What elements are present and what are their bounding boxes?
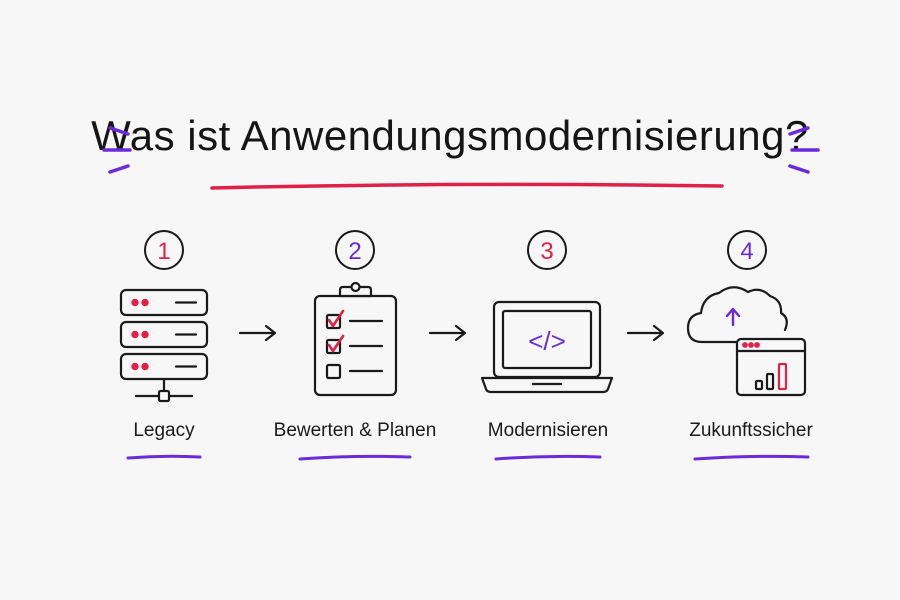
step-4-underline (693, 454, 810, 461)
step-number-2: 2 (335, 230, 375, 270)
step-label-assess-plan: Bewerten & Planen (273, 420, 437, 441)
cloud-icon (686, 286, 788, 344)
cloud-dashboard-icon (686, 286, 807, 397)
step-label-legacy: Legacy (133, 420, 195, 441)
step-number-3-text: 3 (540, 238, 553, 265)
arrow-2-to-3 (428, 324, 467, 342)
step-3-underline (494, 454, 602, 461)
title-accent-left (102, 126, 132, 174)
clipboard-checklist-icon (313, 281, 398, 397)
step-number-1-text: 1 (157, 238, 170, 265)
arrow-1-to-2 (238, 324, 277, 342)
arrow-3-to-4 (626, 324, 665, 342)
step-number-4-text: 4 (740, 238, 753, 265)
step-number-3: 3 (527, 230, 567, 270)
step-number-1: 1 (144, 230, 184, 270)
title-accent-right (788, 126, 820, 174)
code-symbol: </> (528, 326, 566, 356)
title-underline (210, 182, 724, 190)
step-2-underline (298, 454, 412, 461)
step-number-2-text: 2 (348, 238, 361, 265)
laptop-code-icon (480, 300, 614, 394)
step-1-underline (126, 454, 202, 460)
step-number-4: 4 (727, 230, 767, 270)
page-title: Was ist Anwendungsmodernisierung? (91, 112, 809, 159)
step-label-modernize: Modernisieren (487, 420, 609, 441)
server-stack-icon (119, 288, 209, 403)
step-label-future-proof: Zukunftssicher (689, 420, 813, 441)
